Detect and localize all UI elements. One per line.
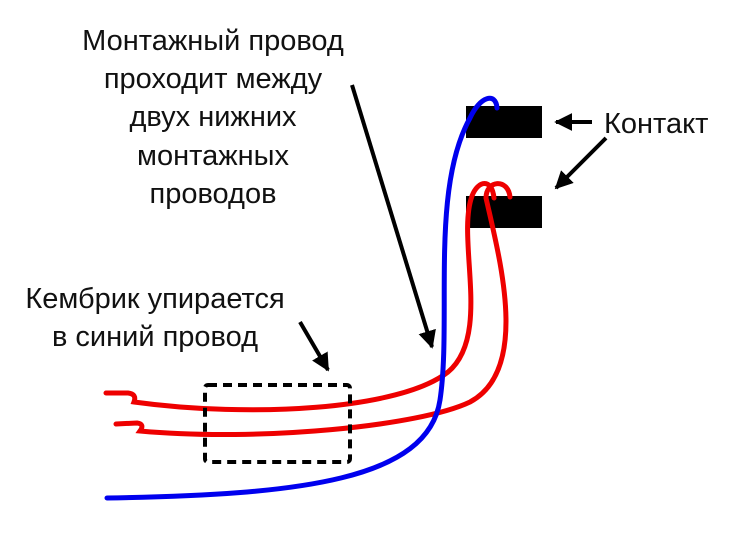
sleeve-note: Кембрик упирается в синий провод — [25, 283, 284, 353]
arrow-to-sleeve — [298, 320, 330, 372]
wire-note-line: монтажных — [137, 140, 289, 172]
wire-note: Монтажный провод проходит между двух ниж… — [82, 25, 344, 210]
wire-note-line: проходит между — [104, 63, 323, 95]
sleeve-note-line: Кембрик упирается — [25, 283, 284, 315]
wire-note-line: Монтажный провод — [82, 25, 344, 57]
sleeve-outline — [203, 383, 352, 464]
wire-note-line: проводов — [150, 178, 277, 210]
arrow-to-contact-bottom — [554, 136, 608, 190]
blue-wire — [104, 95, 500, 501]
arrow-to-wire-crossing — [350, 84, 436, 349]
contact-top — [466, 106, 542, 138]
wire-note-line: двух нижних — [129, 101, 297, 133]
red-wire-upper — [103, 181, 497, 413]
contact-label: Контакт — [604, 108, 708, 140]
sleeve-note-line: в синий провод — [52, 321, 258, 353]
contact-bottom — [466, 196, 542, 228]
red-wire-lower — [113, 181, 513, 438]
